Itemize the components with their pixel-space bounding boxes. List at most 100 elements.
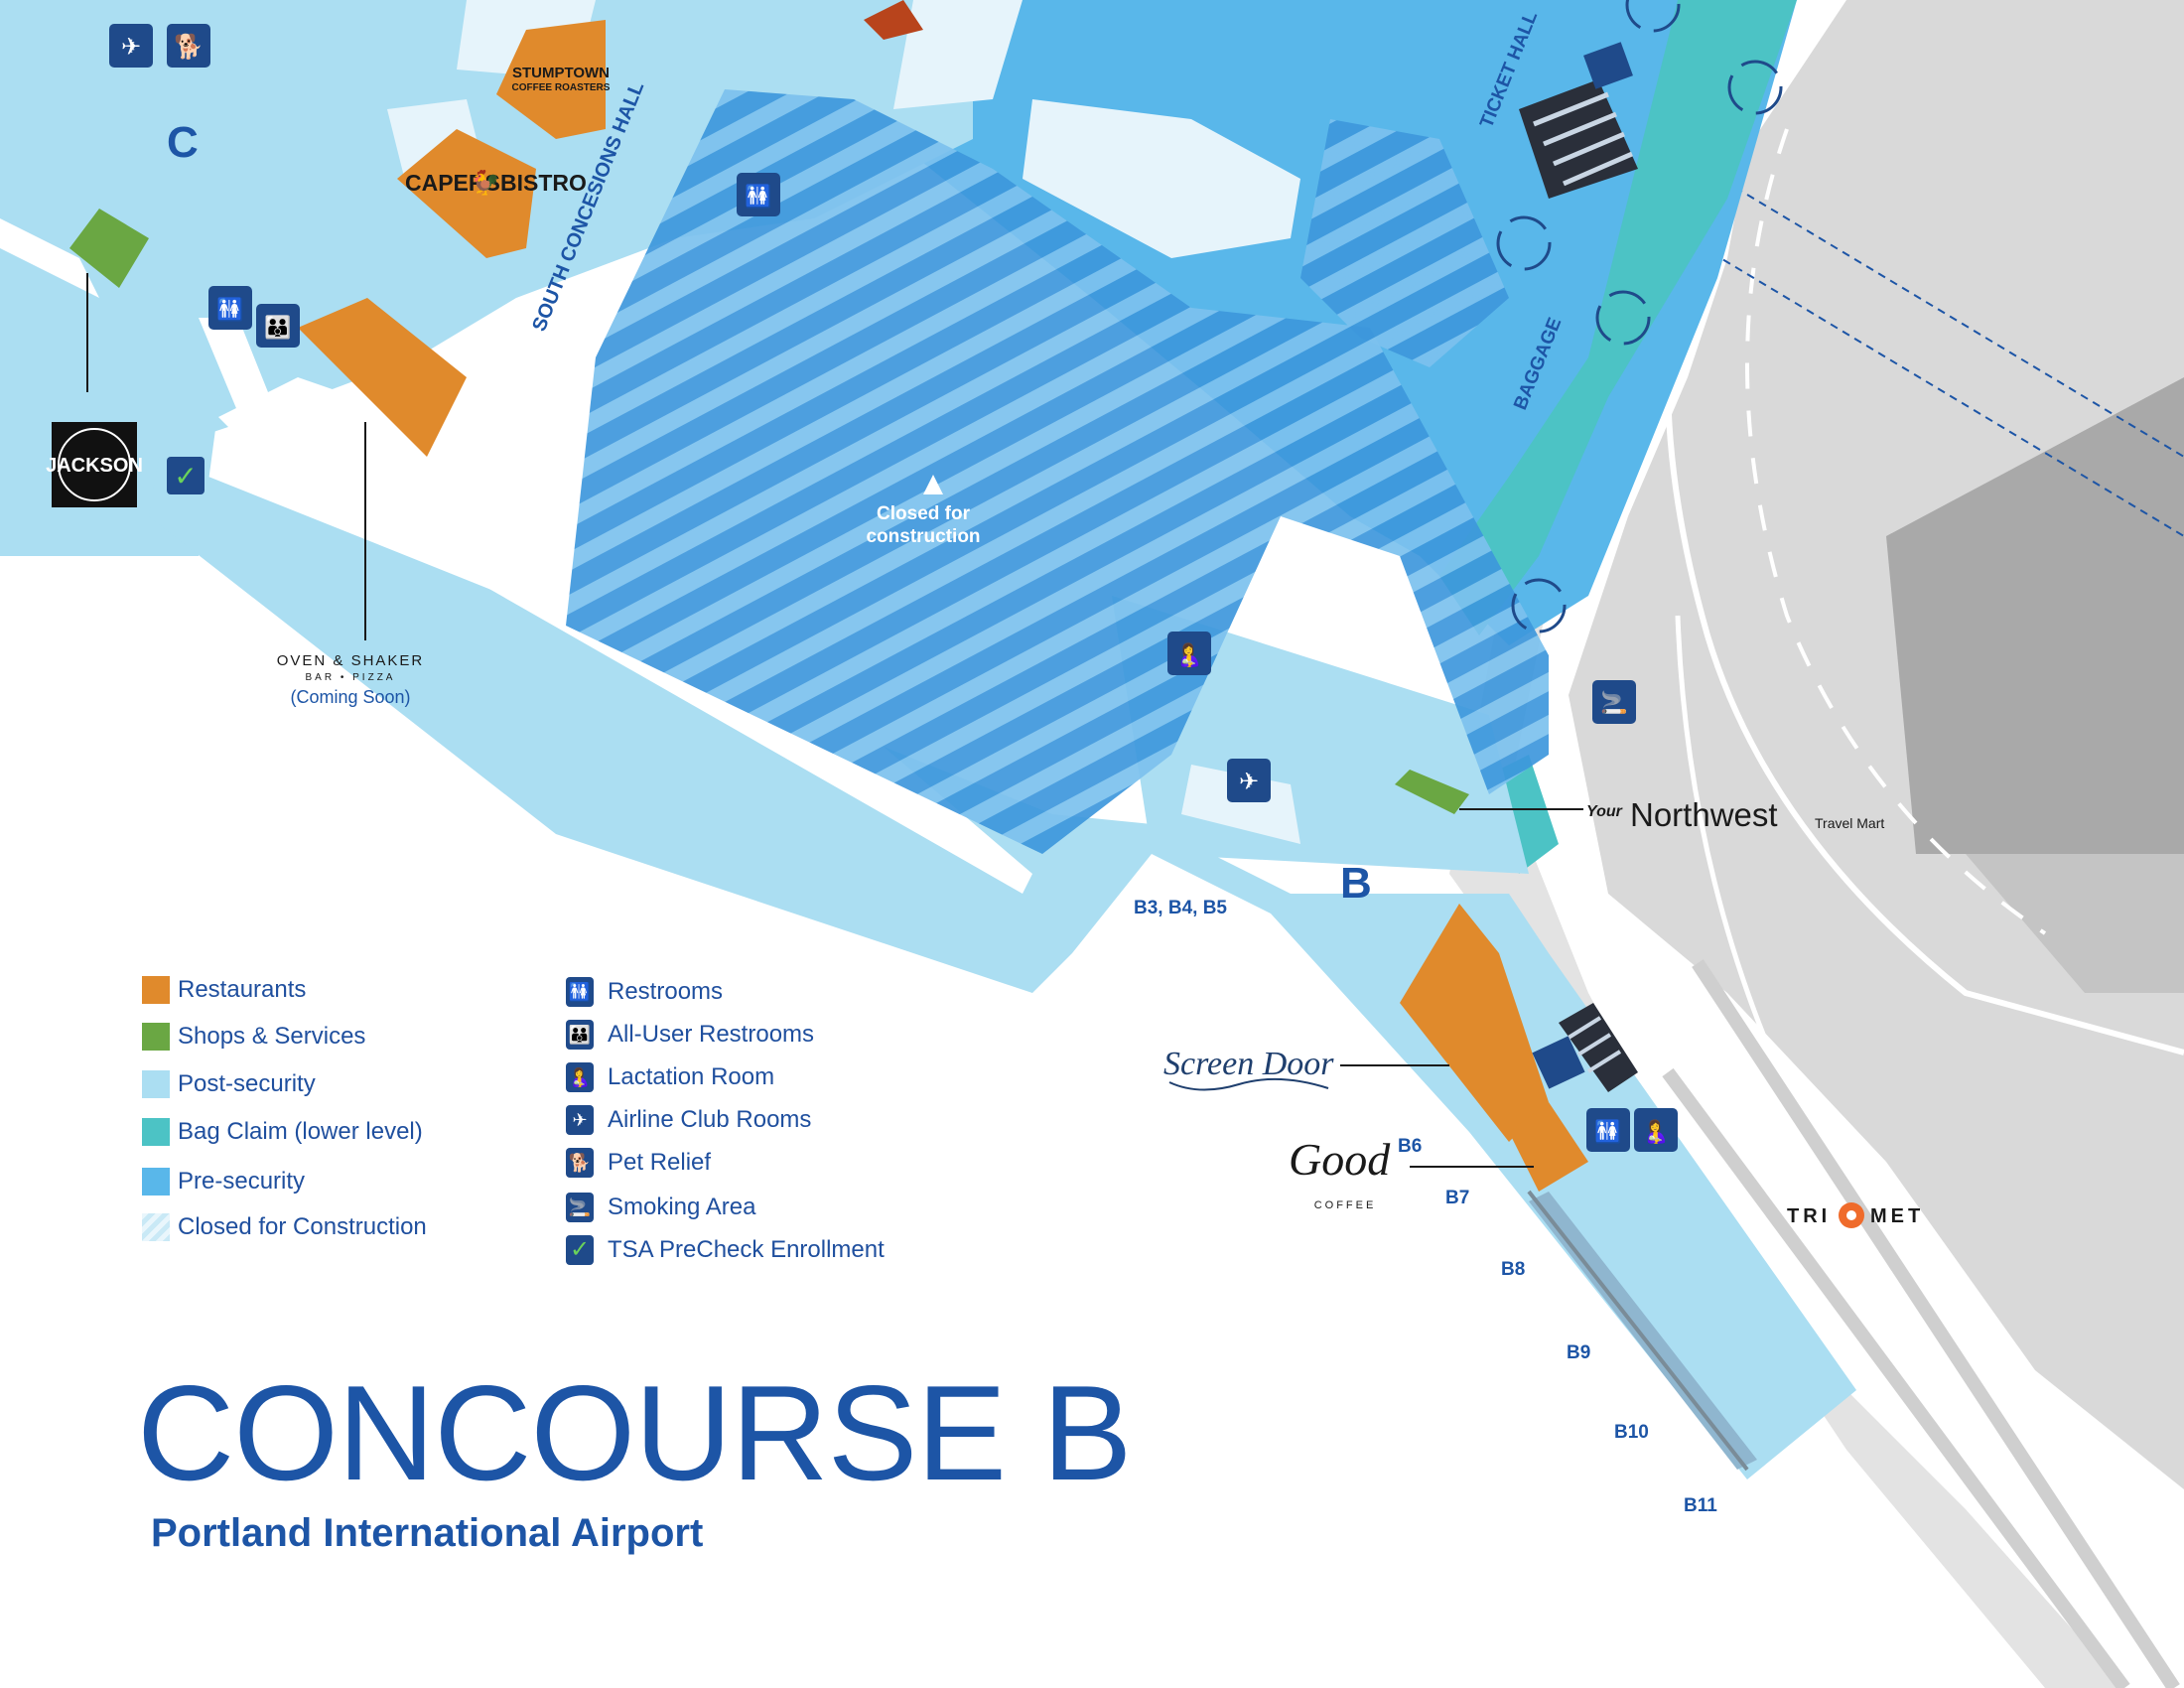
svg-text:🤱: 🤱 <box>1642 1118 1669 1145</box>
ticket-hall-elevator <box>1583 42 1633 89</box>
legend-item-closed: Closed for Construction <box>142 1213 427 1241</box>
restaurants-swatch <box>142 976 170 1004</box>
airline-club-icon: ✈ <box>566 1105 594 1135</box>
good-coffee-shop <box>1509 1102 1588 1192</box>
jackson-shop <box>69 209 149 288</box>
stumptown-sublabel: COFFEE ROASTERS <box>512 82 611 93</box>
baggage-carousel <box>1625 0 1681 33</box>
legend-label: Lactation Room <box>608 1063 775 1090</box>
restroom-icon: 🚻 <box>566 977 594 1007</box>
gate-label: B9 <box>1567 1342 1590 1363</box>
screen-door-flourish <box>1168 1077 1329 1091</box>
gate-label: B7 <box>1445 1188 1469 1208</box>
ticket-hall-escalator-steps <box>1533 91 1633 187</box>
legend-label: Closed for Construction <box>178 1213 427 1240</box>
tsa-precheck-icon: ✓ <box>167 457 205 494</box>
bag-claim-swatch <box>142 1118 170 1146</box>
svg-text:✈: ✈ <box>121 34 141 61</box>
closed-construction-label-2: construction <box>866 526 980 547</box>
legend-item-pet-relief: 🐕 Pet Relief <box>566 1148 711 1178</box>
stumptown-label: STUMPTOWN <box>512 65 610 81</box>
b-escalator <box>1559 1003 1638 1092</box>
svg-text:🐕: 🐕 <box>174 33 204 61</box>
jackson-logo: JACKSON <box>46 422 143 507</box>
svg-text:🚻: 🚻 <box>745 184 771 209</box>
svg-text:👪: 👪 <box>264 315 291 340</box>
b-escalator-steps <box>1567 1016 1622 1073</box>
smoking-icon: 🚬 <box>566 1193 594 1222</box>
airline-club-icon: ✈ <box>1227 759 1271 802</box>
jackson-label: JACKSON <box>46 455 143 477</box>
post-security-swatch <box>142 1070 170 1098</box>
gate-label: B3, B4, B5 <box>1134 898 1227 918</box>
page-title: CONCOURSE B <box>137 1357 1133 1508</box>
svg-text:🚻: 🚻 <box>1594 1119 1621 1144</box>
legend-label: Restaurants <box>178 976 307 1003</box>
closed-swatch <box>142 1213 170 1241</box>
restroom-icon: 🚻 <box>737 173 780 216</box>
legend-label: All-User Restrooms <box>608 1021 815 1048</box>
screen-door-shop <box>1400 904 1549 1142</box>
svg-text:🚬: 🚬 <box>1600 690 1627 715</box>
legend-item-post-security: Post-security <box>142 1070 316 1098</box>
closed-construction-label: Closed for <box>877 503 971 524</box>
legend-label: Smoking Area <box>608 1194 756 1220</box>
bag-claim-area <box>1439 0 1797 635</box>
gate-label: B11 <box>1684 1495 1717 1516</box>
baggage-carousel <box>1496 215 1552 271</box>
gate-label: B8 <box>1501 1259 1525 1280</box>
svg-text:🚻: 🚻 <box>216 297 243 322</box>
restroom-icon: 🚻 <box>208 286 252 330</box>
airline-club-icon: ✈ <box>109 24 153 68</box>
trimet-right-label: MET <box>1870 1205 1924 1227</box>
building-block-3 <box>893 0 1023 109</box>
capers-bistro-shop <box>397 129 536 258</box>
baggage-carousel <box>1727 60 1783 115</box>
legend-item-tsa-precheck: ✓ TSA PreCheck Enrollment <box>566 1235 885 1265</box>
svg-text:✓: ✓ <box>174 461 197 492</box>
gate-label: B6 <box>1398 1136 1422 1157</box>
trimet-left-label: TRI <box>1787 1205 1831 1227</box>
concourse-c-label: C <box>167 118 199 167</box>
legend-item-restrooms: 🚻 Restrooms <box>566 977 723 1007</box>
legend-label: Post-security <box>178 1070 316 1097</box>
rail-tracks <box>1662 959 2180 1688</box>
legend-label: Bag Claim (lower level) <box>178 1118 423 1145</box>
legend-item-pre-security: Pre-security <box>142 1168 305 1196</box>
closed-construction-area <box>566 89 1549 854</box>
lactation-icon: 🤱 <box>566 1062 594 1092</box>
legend-item-bag-claim: Bag Claim (lower level) <box>142 1118 423 1146</box>
oven-shaker-label: OVEN & SHAKER <box>277 652 425 669</box>
oven-shaker-coming-soon: (Coming Soon) <box>290 687 410 707</box>
legend-item-all-user-restrooms: 👪 All-User Restrooms <box>566 1020 814 1050</box>
legend-item-lactation: 🤱 Lactation Room <box>566 1062 774 1092</box>
trimet-logo: TRI MET <box>1787 1202 1924 1228</box>
oven-shaker-sublabel: BAR • PIZZA <box>306 672 396 683</box>
all-user-restroom-icon: 👪 <box>566 1020 594 1050</box>
pet-relief-icon: 🐕 <box>167 24 210 68</box>
roadway-area <box>1449 0 2184 1688</box>
all-user-restroom-icon: 👪 <box>256 304 300 348</box>
smoking-icon: 🚬 <box>1592 680 1636 724</box>
legend-label: Shops & Services <box>178 1023 366 1050</box>
pre-security-swatch <box>142 1168 170 1196</box>
legend-item-shops: Shops & Services <box>142 1023 365 1051</box>
legend-label: Pet Relief <box>608 1149 712 1176</box>
svg-text:✈: ✈ <box>1239 769 1259 795</box>
legend-item-airline-club: ✈ Airline Club Rooms <box>566 1105 811 1135</box>
legend-label: Airline Club Rooms <box>608 1106 812 1133</box>
shops-swatch <box>142 1023 170 1051</box>
b-elevator <box>1532 1036 1585 1089</box>
gate-label: B10 <box>1614 1422 1649 1443</box>
bistro-label: BISTRO <box>500 170 587 196</box>
screen-door-label: Screen Door <box>1163 1046 1334 1082</box>
building-block <box>1023 99 1300 258</box>
legend-item-restaurants: Restaurants <box>142 976 306 1004</box>
legend-label: TSA PreCheck Enrollment <box>608 1236 885 1263</box>
page-subtitle: Portland International Airport <box>151 1511 704 1555</box>
good-coffee-label: COFFEE <box>1314 1199 1377 1211</box>
travel-mart-label: Travel Mart <box>1815 815 1884 831</box>
restroom-icon: 🚻 <box>1586 1108 1630 1152</box>
restaurant-top <box>864 0 923 40</box>
